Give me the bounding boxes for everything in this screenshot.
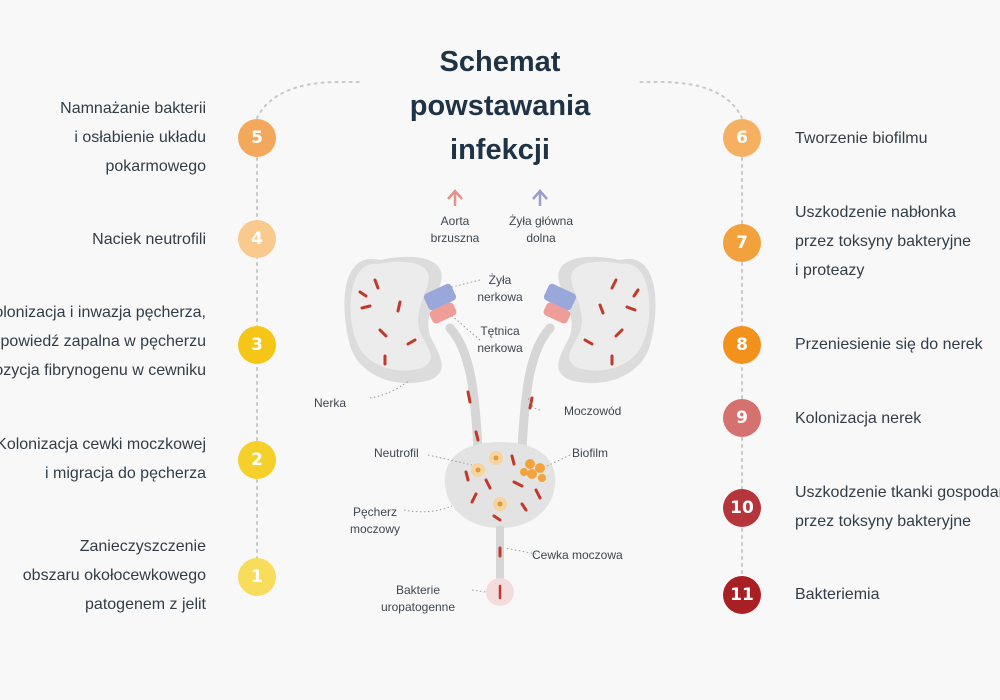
- label-vena-cava: Żyła główna dolna: [508, 214, 574, 245]
- aorta-arrow-icon: [447, 189, 463, 206]
- label-urethra: Cewka moczowa: [532, 548, 623, 562]
- diagram-title: Schemat powstawania infekcji: [370, 40, 630, 172]
- step-10-circle: 10: [723, 489, 761, 527]
- label-aorta: Aorta brzuszna: [430, 214, 480, 245]
- urinary-tract-illustration: [344, 189, 656, 606]
- neutrophil-icon: [471, 451, 507, 511]
- step-4-circle: 4: [238, 220, 276, 258]
- label-bacteria: Bakterie uropatogenne: [380, 583, 456, 614]
- left-renal-artery: [429, 302, 457, 324]
- step-1-circle: 1: [238, 558, 276, 596]
- label-renal-vein: Żyła nerkowa: [477, 273, 523, 304]
- left-kidney: [344, 256, 442, 384]
- step-3-circle: 3: [238, 326, 276, 364]
- label-neutrophil: Neutrofil: [374, 446, 419, 460]
- step-9-text: Kolonizacja nerek: [795, 410, 922, 427]
- label-kidney: Nerka: [314, 396, 347, 410]
- step-7-circle: 7: [723, 224, 761, 262]
- step-6-text: Tworzenie biofilmu: [795, 130, 928, 147]
- step-8-text: Przeniesienie się do nerek: [795, 336, 983, 353]
- step-11-text: Bakteriemia: [795, 586, 880, 603]
- step-5-text: Namnażanie bakterii i osłabienie układu …: [60, 100, 206, 175]
- step-8-circle: 8: [723, 326, 761, 364]
- step-9-circle: 9: [723, 399, 761, 437]
- right-ureter: [517, 323, 555, 455]
- title-line-3: infekcji: [450, 134, 550, 166]
- label-biofilm: Biofilm: [572, 446, 609, 460]
- step-10-text: Uszkodzenie tkanki gospodarza przez toks…: [795, 484, 1000, 530]
- title-line-1: Schemat: [439, 46, 561, 78]
- step-1-text: Zanieczyszczenie obszaru okołocewkowego …: [22, 538, 206, 613]
- label-ureter: Moczowód: [564, 404, 622, 418]
- step-3-text: Kolonizacja i inwazja pęcherza, odpowied…: [0, 304, 206, 379]
- right-kidney: [558, 256, 656, 384]
- step-6-circle: 6: [723, 119, 761, 157]
- biofilm-icon: [520, 459, 546, 482]
- right-renal-vein: [543, 283, 577, 311]
- left-renal-vein: [423, 283, 457, 311]
- step-11-circle: 11: [723, 576, 761, 614]
- label-renal-artery: Tętnica nerkowa: [477, 324, 523, 355]
- step-2-circle: 2: [238, 441, 276, 479]
- step-4-text: Naciek neutrofili: [92, 231, 206, 248]
- bacteria-rods: [358, 278, 640, 558]
- step-5-circle: 5: [238, 119, 276, 157]
- label-bladder: Pęcherz moczowy: [349, 505, 400, 536]
- step-7-text: Uszkodzenie nabłonka przez toksyny bakte…: [795, 204, 972, 279]
- step-2-text: Kolonizacja cewki moczkowej i migracja d…: [0, 436, 206, 482]
- vena-cava-arrow-icon: [532, 189, 548, 206]
- title-line-2: powstawania: [409, 90, 591, 122]
- right-renal-artery: [543, 302, 571, 324]
